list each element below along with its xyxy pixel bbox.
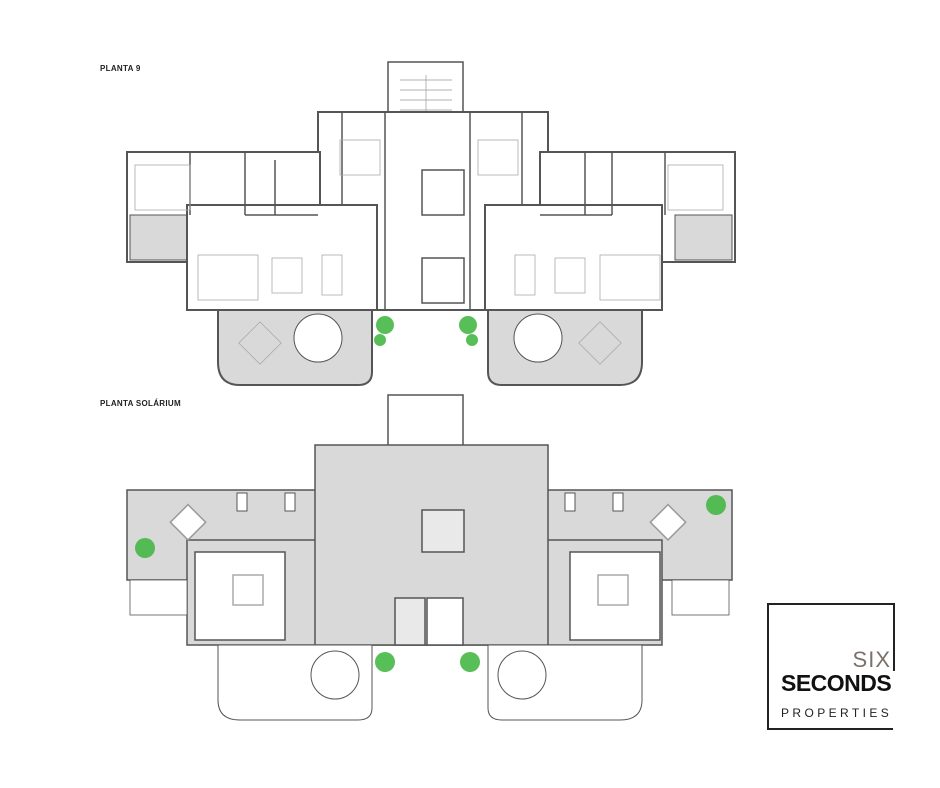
plant-icon — [460, 652, 480, 672]
floor-plan-planta-9 — [126, 61, 736, 386]
plant-icon — [375, 652, 395, 672]
plant-icon — [466, 334, 478, 346]
plant-icons — [135, 316, 726, 672]
six-seconds-properties-logo: SIX SECONDS PROPERTIES — [767, 603, 895, 730]
plan-title-planta-solarium: PLANTA SOLÁRIUM — [100, 399, 181, 408]
plant-icon — [135, 538, 155, 558]
plant-icon — [459, 316, 477, 334]
logo-seconds: SECONDS — [781, 670, 892, 696]
logo-properties: PROPERTIES — [781, 706, 893, 720]
floor-plan-planta-solarium — [126, 394, 733, 721]
plant-icon — [374, 334, 386, 346]
logo-six: SIX — [852, 647, 891, 672]
plant-icon — [706, 495, 726, 515]
plant-icon — [376, 316, 394, 334]
plan-title-planta-9: PLANTA 9 — [100, 64, 141, 73]
